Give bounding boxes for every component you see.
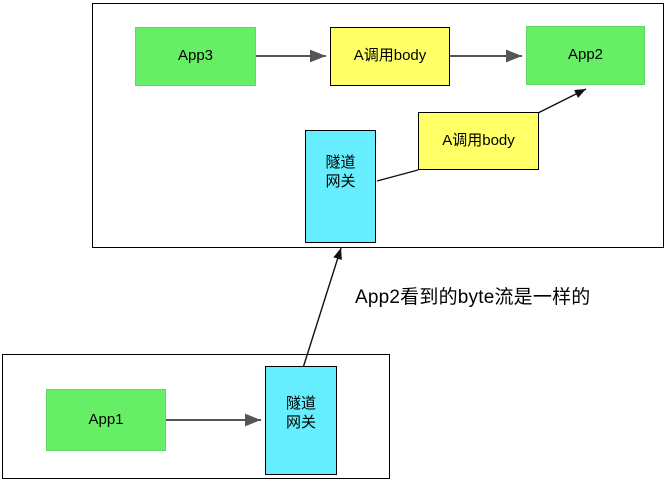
node-gateway-bottom[interactable]: 隧道 网关: [265, 366, 337, 475]
node-app2-label: App2: [567, 46, 604, 64]
node-call-body-mid[interactable]: A调用body: [418, 112, 539, 170]
node-call-body-top-label: A调用body: [353, 47, 427, 65]
edge-gatewaybottom-to-gatewaytop: [302, 247, 342, 369]
node-gateway-bottom-label: 隧道 网关: [285, 395, 316, 431]
node-gateway-top[interactable]: 隧道 网关: [305, 130, 376, 243]
bottom-boundary-box: [2, 354, 390, 479]
node-app2[interactable]: App2: [526, 26, 645, 85]
node-app1-label: App1: [88, 410, 124, 428]
node-app3[interactable]: App3: [135, 27, 256, 86]
node-gateway-top-label: 隧道 网关: [325, 154, 356, 190]
byte-stream-note: App2看到的byte流是一样的: [355, 287, 591, 308]
node-call-body-top[interactable]: A调用body: [330, 27, 450, 86]
top-boundary-box: [92, 3, 664, 248]
node-app3-label: App3: [177, 47, 214, 65]
node-app1[interactable]: App1: [46, 389, 166, 451]
node-call-body-mid-label: A调用body: [442, 131, 515, 149]
